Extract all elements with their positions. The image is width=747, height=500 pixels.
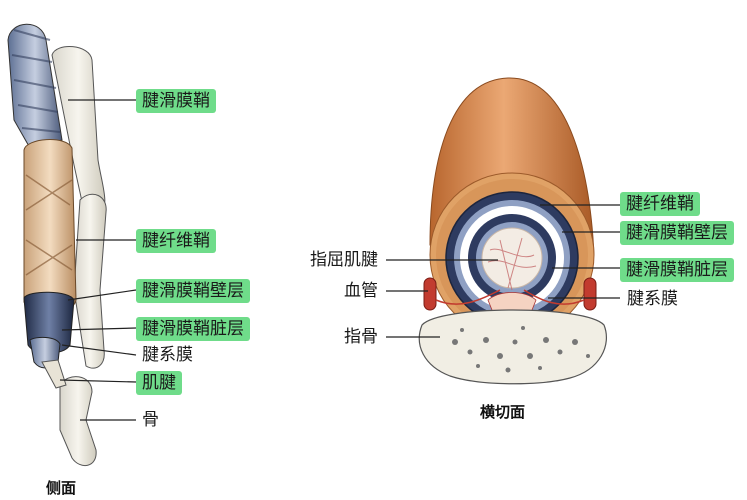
leader-lines bbox=[59, 99, 620, 421]
label-synovial-sheath: 腱滑膜鞘 bbox=[136, 89, 216, 113]
label-phalanx: 指骨 bbox=[344, 327, 378, 347]
caption-side-view: 侧面 bbox=[46, 479, 77, 497]
label-bone: 骨 bbox=[142, 410, 159, 430]
label-cross-mesotendon: 腱系膜 bbox=[627, 289, 678, 309]
label-synovial-parietal-layer: 腱滑膜鞘壁层 bbox=[136, 279, 250, 303]
label-flexor-tendon: 指屈肌腱 bbox=[310, 250, 378, 270]
synovial-sheath-top bbox=[7, 23, 63, 149]
fibrous-sheath bbox=[23, 139, 77, 315]
label-cross-synovial-visceral: 腱滑膜鞘脏层 bbox=[620, 258, 734, 282]
label-cross-synovial-parietal: 腱滑膜鞘壁层 bbox=[620, 221, 734, 245]
label-mesotendon: 腱系膜 bbox=[142, 345, 193, 365]
label-blood-vessel: 血管 bbox=[344, 281, 378, 301]
label-cross-fibrous-sheath: 腱纤维鞘 bbox=[620, 192, 700, 216]
label-fibrous-sheath: 腱纤维鞘 bbox=[136, 229, 216, 253]
tendon bbox=[41, 359, 67, 389]
label-synovial-visceral-layer: 腱滑膜鞘脏层 bbox=[136, 317, 250, 341]
phalanx-bones bbox=[51, 46, 107, 466]
synovial-sheath-lower bbox=[23, 291, 75, 369]
caption-cross-section: 横切面 bbox=[480, 403, 526, 421]
cross-section-illustration bbox=[418, 77, 607, 385]
label-tendon: 肌腱 bbox=[136, 371, 182, 395]
